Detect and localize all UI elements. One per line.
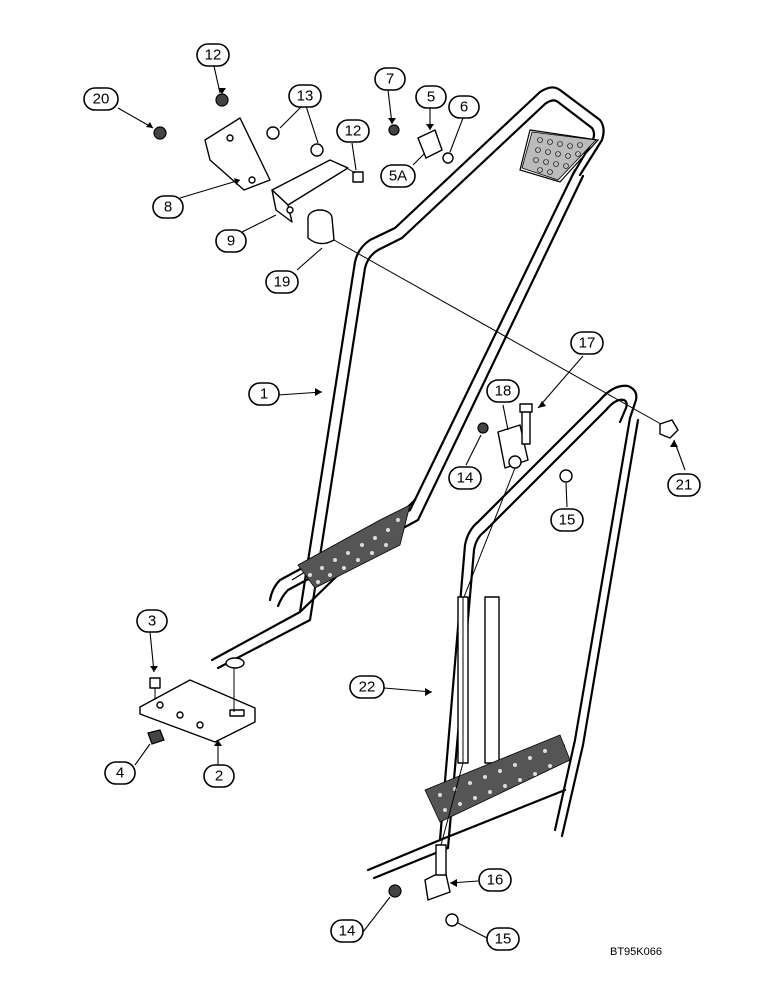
callout-label: 13 [297,88,314,105]
callout-label: 6 [460,99,468,116]
bolt-part-3 [149,677,161,700]
callout-14-top: 14 [448,466,482,490]
hinge-part-18 [497,403,533,469]
strap-line [333,239,669,429]
callout-1: 1 [248,382,280,406]
callout-5: 5 [415,85,447,109]
callout-12-top: 12 [196,43,230,67]
figure-code: BT95K066 [610,946,662,958]
callout-label: 22 [359,679,376,696]
callout-6: 6 [448,95,480,119]
nut-part-4 [147,729,165,745]
callout-label: 2 [215,768,223,785]
callout-label: 15 [559,512,576,529]
callout-19: 19 [265,270,299,294]
hinge-pin-line [463,467,516,598]
nut-part-14-bottom [388,884,402,898]
callout-label: 9 [227,233,235,250]
mesh-step-bottom-right [424,734,571,823]
callout-label: 5 [427,89,435,106]
callout-17: 17 [570,331,604,355]
nut-part-13a [266,126,280,140]
nut-part-12-top [215,93,229,107]
callout-5a: 5A [380,164,416,188]
callout-label: 18 [495,383,512,400]
callout-13: 13 [288,84,322,108]
callout-22: 22 [349,675,385,699]
callout-label: 20 [93,91,110,108]
callout-4: 4 [104,761,136,785]
hinge-part-16 [424,844,451,901]
mesh-step-top [521,131,597,181]
bottom-hinge-line [440,762,464,846]
callout-label: 5A [389,168,407,185]
callout-label: 15 [495,931,512,948]
callout-label: 3 [148,613,156,630]
bracket-part-9 [271,159,349,223]
callout-label: 14 [339,923,356,940]
callout-14-bottom: 14 [330,919,364,943]
callout-3: 3 [136,609,168,633]
nut-part-15-bottom [445,913,459,927]
spacer-part-19 [307,209,335,245]
nut-part-15-top [559,469,573,483]
callout-label: 7 [386,71,394,88]
callout-label: 17 [579,335,596,352]
nut-part-21 [659,419,679,439]
leader-lines [117,65,686,939]
callout-label: 12 [205,47,222,64]
callout-20: 20 [83,87,119,111]
callout-label: 12 [345,123,362,140]
plate-part-2 [139,679,256,743]
nut-part-14-top [477,422,489,434]
callout-label: 14 [457,470,474,487]
callout-label: 4 [116,765,124,782]
callout-8: 8 [152,195,184,219]
callout-2: 2 [203,764,235,788]
nut-part-13b [310,143,324,157]
nut-part-20 [153,126,167,140]
callout-9: 9 [215,229,247,253]
callout-21: 21 [667,473,701,497]
callout-label: 19 [274,274,291,291]
callout-12-right: 12 [336,119,370,143]
bracket-part-8 [204,117,271,191]
ladder-frame-lower [366,384,640,880]
mesh-step-bottom-left [297,504,411,589]
callout-15-bottom: 15 [486,927,520,951]
callout-16: 16 [478,868,512,892]
clip-part-5 [388,124,454,164]
callout-label: 21 [676,477,693,494]
callout-7: 7 [374,67,406,91]
callout-label: 1 [260,386,268,403]
bolt-part-12 [344,166,364,183]
callout-label: 8 [164,199,172,216]
callout-18: 18 [486,379,520,403]
callout-label: 16 [487,872,504,889]
callout-15-top: 15 [550,508,584,532]
